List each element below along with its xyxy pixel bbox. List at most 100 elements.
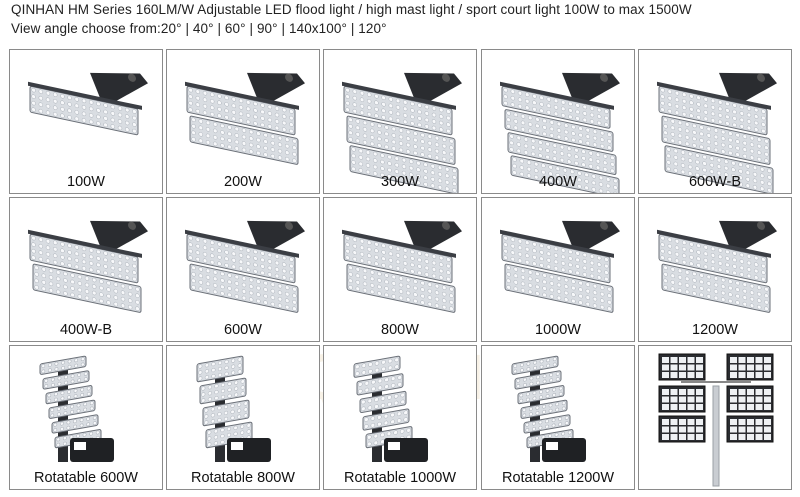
rotating-module-3 bbox=[45, 385, 93, 405]
led-module-2 bbox=[32, 263, 142, 313]
mast-light-head-2 bbox=[726, 353, 774, 381]
product-card-400w-b[interactable]: 400W-B bbox=[9, 197, 163, 342]
pivot-bolt bbox=[757, 73, 765, 82]
pivot-bolt bbox=[128, 73, 136, 82]
led-module-1 bbox=[29, 233, 139, 284]
pivot-bolt bbox=[757, 221, 765, 230]
led-module-1 bbox=[343, 233, 453, 284]
product-label: 200W bbox=[224, 174, 262, 190]
product-card-200w[interactable]: 200W bbox=[166, 49, 320, 194]
high-mast-pole-photo-icon bbox=[658, 353, 774, 487]
rotating-module-4 bbox=[48, 399, 96, 419]
product-card-rotatable-1000w[interactable]: Rotatable 1000W bbox=[323, 345, 477, 490]
led-module-1 bbox=[658, 233, 768, 284]
product-card-1000w[interactable]: 1000W bbox=[481, 197, 635, 342]
rotating-module-3 bbox=[359, 390, 407, 413]
led-module-1 bbox=[501, 233, 611, 284]
led-module-2 bbox=[346, 263, 456, 313]
rotating-module-1 bbox=[353, 355, 401, 378]
rotating-module-1 bbox=[196, 355, 244, 383]
pivot-bolt bbox=[442, 73, 450, 82]
heatsink-frame bbox=[185, 81, 299, 110]
product-card-rotatable-800w[interactable]: Rotatable 800W bbox=[166, 345, 320, 490]
heatsink-frame bbox=[657, 81, 771, 110]
rotatable-light-5-module-icon bbox=[353, 355, 428, 462]
label-plate bbox=[74, 442, 86, 450]
flood-light-3-module-icon bbox=[342, 72, 462, 193]
mast-light-head-1 bbox=[658, 353, 706, 381]
product-label: 600W bbox=[224, 322, 262, 338]
rotating-module-2 bbox=[199, 377, 247, 405]
flood-light-6-module-icon bbox=[657, 72, 777, 193]
heatsink-frame bbox=[657, 229, 771, 258]
led-module-1 bbox=[186, 85, 296, 136]
rotating-module-4 bbox=[520, 399, 568, 419]
pivot-bolt bbox=[285, 221, 293, 230]
product-label: 1200W bbox=[692, 322, 738, 338]
product-card-100w[interactable]: 100W bbox=[9, 49, 163, 194]
mast-light-head-6 bbox=[726, 415, 774, 443]
rotating-module-3 bbox=[202, 399, 250, 427]
flood-light-6-module-b-icon bbox=[185, 220, 305, 313]
product-label: 800W bbox=[381, 322, 419, 338]
led-module-2 bbox=[189, 263, 299, 313]
header-view-angles: View angle choose from:20° | 40° | 60° |… bbox=[11, 21, 387, 36]
rotating-module-3 bbox=[517, 385, 565, 405]
flood-light-2-module-icon bbox=[185, 72, 305, 165]
led-module-2 bbox=[661, 115, 771, 165]
rotating-module-5 bbox=[51, 414, 99, 434]
heatsink-frame bbox=[500, 81, 614, 110]
rotatable-light-6-module-icon bbox=[39, 355, 114, 462]
led-module-2 bbox=[189, 115, 299, 165]
label-plate bbox=[388, 442, 400, 450]
led-module-1 bbox=[343, 85, 453, 136]
rotating-module-4 bbox=[362, 408, 410, 431]
product-label: Rotatable 600W bbox=[34, 470, 138, 486]
mast-light-head-5 bbox=[658, 415, 706, 443]
led-module-3 bbox=[664, 145, 774, 193]
product-card-800w[interactable]: 800W bbox=[323, 197, 477, 342]
pivot-bolt bbox=[600, 221, 608, 230]
product-label: 400W-B bbox=[59, 322, 113, 338]
rotating-module-2 bbox=[514, 370, 562, 390]
product-label: Rotatable 800W bbox=[191, 470, 295, 486]
led-module-1 bbox=[501, 85, 611, 129]
rotatable-light-6-module-b-icon bbox=[511, 355, 586, 462]
led-module-2 bbox=[504, 263, 614, 313]
flood-light-4-module-b-icon bbox=[28, 220, 148, 313]
product-card-rotatable-600w[interactable]: Rotatable 600W bbox=[9, 345, 163, 490]
heatsink-frame bbox=[500, 229, 614, 258]
product-card-300w[interactable]: 300W bbox=[323, 49, 477, 194]
product-card-600w[interactable]: 600W bbox=[166, 197, 320, 342]
label-plate bbox=[546, 442, 558, 450]
led-module-3 bbox=[507, 132, 617, 175]
heatsink-frame bbox=[28, 81, 142, 110]
rotating-module-1 bbox=[39, 355, 87, 375]
product-card-rotatable-1200w[interactable]: Rotatable 1200W bbox=[481, 345, 635, 490]
led-module-3 bbox=[349, 145, 459, 193]
led-module-2 bbox=[346, 115, 456, 165]
rotating-module-1 bbox=[511, 355, 559, 375]
product-card-1200w[interactable]: 1200W bbox=[638, 197, 792, 342]
header-title: QINHAN HM Series 160LM/W Adjustable LED … bbox=[11, 2, 692, 17]
flood-light-4-module-icon bbox=[500, 72, 620, 193]
product-label: 300W bbox=[381, 174, 419, 190]
product-card-600w-b[interactable]: 600W-B bbox=[638, 49, 792, 194]
heatsink-frame bbox=[185, 229, 299, 258]
product-label: 600W-B bbox=[688, 174, 742, 190]
product-label: 100W bbox=[67, 174, 105, 190]
heatsink-frame bbox=[342, 229, 456, 258]
heatsink-frame bbox=[342, 81, 456, 110]
rotating-module-2 bbox=[356, 373, 404, 396]
led-module-2 bbox=[661, 263, 771, 313]
rotatable-light-4-module-icon bbox=[196, 355, 271, 462]
heatsink-frame bbox=[28, 229, 142, 258]
product-card-400w[interactable]: 400W bbox=[481, 49, 635, 194]
led-module-4 bbox=[510, 155, 620, 193]
label-plate bbox=[231, 442, 243, 450]
pivot-bolt bbox=[442, 221, 450, 230]
product-label: 400W bbox=[539, 174, 577, 190]
product-card-high-mast[interactable] bbox=[638, 345, 792, 490]
led-module-1 bbox=[186, 233, 296, 284]
